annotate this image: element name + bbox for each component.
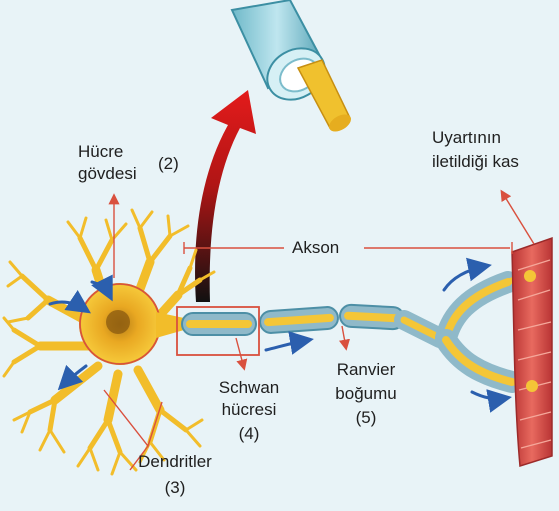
axon-hillock (156, 312, 184, 338)
cell-body-label-line2: gövdesi (78, 164, 137, 184)
ranvier-label-line2: boğumu (324, 384, 408, 404)
dendrites-label: Dendritler (120, 452, 230, 472)
muscle-label-line2: iletildiği kas (432, 152, 519, 172)
nucleus (106, 310, 130, 334)
schwann-label-line1: Schwan (214, 378, 284, 398)
cell-body-label-line1: Hücre (78, 142, 123, 162)
muscle-label-line1: Uyartının (432, 128, 501, 148)
axon-label: Akson (292, 238, 339, 258)
ranvier-label-line1: Ranvier (324, 360, 408, 380)
schwann-label-line2: hücresi (214, 400, 284, 420)
ranvier-number: (5) (324, 408, 408, 428)
schwann-number: (4) (214, 424, 284, 444)
signal-direction-arrow (195, 90, 256, 302)
muscle-fiber (512, 238, 552, 466)
dendrites-number: (3) (120, 478, 230, 498)
cell-body-number: (2) (158, 154, 179, 174)
